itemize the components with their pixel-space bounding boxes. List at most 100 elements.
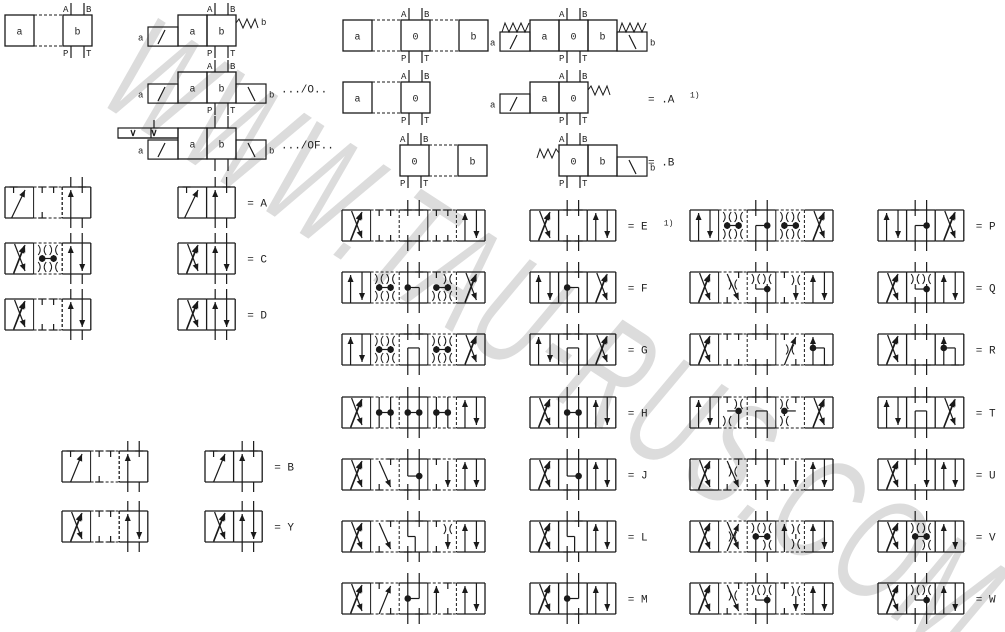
cell-P-mid — [746, 209, 776, 242]
cell-U-trans-r — [775, 458, 805, 491]
cell-U-mid — [746, 458, 776, 491]
cell-link — [398, 396, 428, 429]
cell-T-trans-r — [775, 396, 805, 429]
cell-updown — [586, 520, 616, 553]
port-label-b: B — [582, 135, 588, 145]
cell-updown — [689, 396, 719, 429]
cell-F-mid — [557, 271, 588, 304]
spool-code-y: = Y — [274, 523, 294, 535]
spool-symbol-b-full — [61, 441, 149, 492]
spool-code-h: = H — [628, 409, 648, 421]
cell-updown — [877, 209, 907, 242]
cell-updown — [586, 209, 616, 242]
cell-J-trans-r — [427, 458, 457, 491]
cell-Q-trans — [718, 582, 748, 615]
cell-Q-trans-r — [775, 582, 805, 615]
cell-M-trans-r — [427, 582, 457, 615]
cell-L-trans-r — [427, 520, 457, 553]
cell-cross — [877, 520, 907, 553]
port-label-p: P — [559, 179, 564, 189]
cell-cross — [341, 458, 371, 491]
footnote-marker: 1) — [664, 220, 674, 229]
spool-symbol-d-short — [177, 289, 236, 340]
position-label-a: a — [17, 28, 23, 39]
spool-symbol-q-short — [877, 262, 965, 313]
position-label-0: 0 — [571, 33, 577, 44]
cell-J-trans — [370, 458, 400, 491]
port-label-a: A — [559, 72, 565, 82]
spool-symbol-v-full — [689, 511, 834, 562]
actuator-label-b: b — [269, 147, 274, 157]
cell-J-mid — [398, 458, 428, 491]
cell-blk-all — [33, 298, 63, 331]
spool-symbol-t-full — [689, 387, 834, 438]
actuator-label-b: b — [650, 39, 655, 49]
cell-updown — [586, 582, 616, 615]
port-label-a: A — [401, 10, 407, 20]
port-label-p: P — [559, 116, 564, 126]
cell-updown — [934, 458, 964, 491]
cell-cross — [455, 333, 485, 366]
cell-blk-I-T — [33, 186, 63, 219]
port-label-a: A — [207, 62, 213, 72]
cell-cross — [803, 396, 833, 429]
spool-symbol-l-short — [529, 511, 617, 562]
cell-link — [427, 396, 457, 429]
cell-updown — [529, 271, 559, 304]
cell-cross — [341, 396, 371, 429]
cell-updown-A — [61, 186, 91, 219]
spool-symbol-d-full — [4, 289, 92, 340]
cell-J-mid — [557, 458, 588, 491]
cell-cross — [689, 458, 719, 491]
cell-L-mid — [398, 520, 428, 553]
cell-P-mid — [905, 209, 936, 242]
cell-M-mid — [398, 582, 428, 615]
cell-cross — [61, 510, 91, 543]
cell-updown — [803, 582, 833, 615]
spool-code-v: = V — [976, 533, 996, 545]
port-label-t: T — [423, 179, 429, 189]
cell-cross — [689, 333, 719, 366]
cell-orifice-link — [427, 333, 457, 366]
port-label-b: B — [424, 10, 430, 20]
cell-updown — [586, 458, 616, 491]
position-label-b: b — [219, 84, 225, 96]
cell-cross — [689, 582, 719, 615]
cell-cross — [529, 458, 559, 491]
cell-orifice-link — [718, 209, 748, 242]
spool-symbol-a-short — [177, 177, 236, 228]
cell-updown — [934, 582, 964, 615]
port-label-b: B — [86, 5, 92, 15]
spool-symbol-v-short — [877, 511, 965, 562]
position-label-0: 0 — [571, 95, 577, 106]
cell-updown — [205, 242, 236, 275]
port-label-p: P — [401, 116, 406, 126]
cell-V-trans — [718, 520, 748, 553]
cell-updown — [689, 209, 719, 242]
position-label-b: b — [219, 140, 225, 152]
cell-cross — [803, 209, 833, 242]
port-label-b: B — [424, 72, 430, 82]
port-label-p: P — [400, 179, 405, 189]
spool-symbol-j-short — [529, 449, 617, 500]
actuator-label-a: a — [138, 91, 144, 101]
spool-symbol-y-full — [61, 501, 149, 552]
spool-symbol-g-full — [341, 324, 486, 375]
spool-symbol-p-short — [877, 200, 965, 251]
spool-code-p: = P — [976, 222, 996, 234]
position-label-0: 0 — [571, 158, 577, 169]
cell-cross — [341, 582, 371, 615]
variant-suffix-label: .../OF.. — [281, 141, 334, 153]
spool-symbol-u-full — [689, 449, 834, 500]
cell-orifice-link — [33, 242, 63, 275]
cell-updown — [205, 298, 236, 331]
cell-R-end — [934, 333, 964, 366]
cell-cross — [934, 396, 964, 429]
cell-Q-trans-r — [775, 271, 805, 304]
cell-G-mid — [398, 333, 428, 366]
position-label-b: b — [600, 32, 606, 44]
cell-updown — [341, 333, 371, 366]
